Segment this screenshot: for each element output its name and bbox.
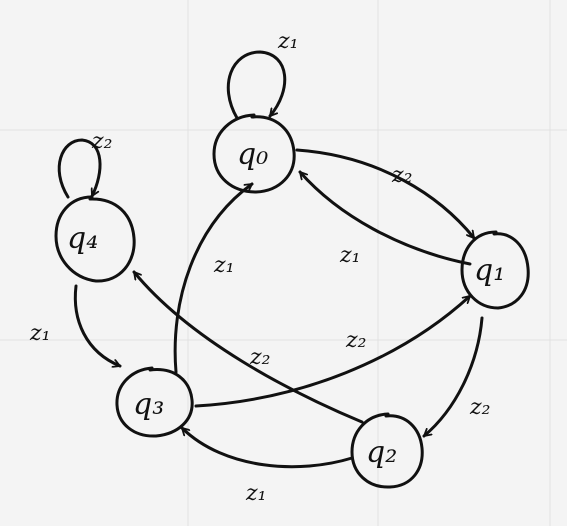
edge-q0-q1 bbox=[295, 148, 476, 240]
state-q1: q₁ bbox=[460, 230, 530, 310]
edge-q3-q1 bbox=[194, 294, 472, 408]
edge-label-q1-q2: z₂ bbox=[469, 395, 490, 420]
edge-q4-q3 bbox=[73, 284, 122, 366]
state-q3-circle bbox=[115, 366, 194, 438]
state-q4: q₄ bbox=[54, 195, 136, 283]
edge-label-q3-q0: z₁ bbox=[213, 253, 234, 278]
edge-label-q0-q0: z₁ bbox=[277, 29, 298, 54]
edge-label-q0-q1: z₂ bbox=[391, 163, 412, 188]
state-q1-circle bbox=[460, 230, 530, 310]
edge-q3-q0 bbox=[173, 182, 254, 374]
edge-label-q3-q1: z₂ bbox=[345, 328, 366, 353]
edge-q2-q4 bbox=[132, 270, 364, 424]
state-q0-label: q₀ bbox=[237, 137, 268, 172]
edge-q0-q0 bbox=[226, 50, 287, 120]
state-q3: q₃ bbox=[115, 366, 194, 438]
edge-q1-q2 bbox=[422, 316, 484, 438]
edge-label-q2-q3: z₁ bbox=[245, 481, 266, 506]
state-q2: q₂ bbox=[350, 412, 424, 489]
state-q2-circle bbox=[350, 412, 424, 489]
edge-q2-q3 bbox=[180, 426, 354, 469]
edge-label-q1-q0: z₁ bbox=[339, 243, 360, 268]
edge-label-q4-q4: z₂ bbox=[91, 129, 112, 154]
state-q4-circle bbox=[54, 195, 136, 283]
edge-q4-q4 bbox=[57, 138, 102, 199]
state-q0-circle bbox=[212, 113, 296, 194]
state-q4-label: q₄ bbox=[67, 221, 98, 256]
edge-q1-q0 bbox=[298, 170, 472, 266]
state-q3-label: q₃ bbox=[133, 387, 164, 422]
edge-label-q4-q3: z₁ bbox=[29, 321, 50, 346]
state-q0: q₀ bbox=[212, 113, 296, 194]
edge-label-q2-q4: z₂ bbox=[249, 345, 270, 370]
state-q2-label: q₂ bbox=[366, 435, 397, 470]
state-q1-label: q₁ bbox=[474, 253, 505, 288]
